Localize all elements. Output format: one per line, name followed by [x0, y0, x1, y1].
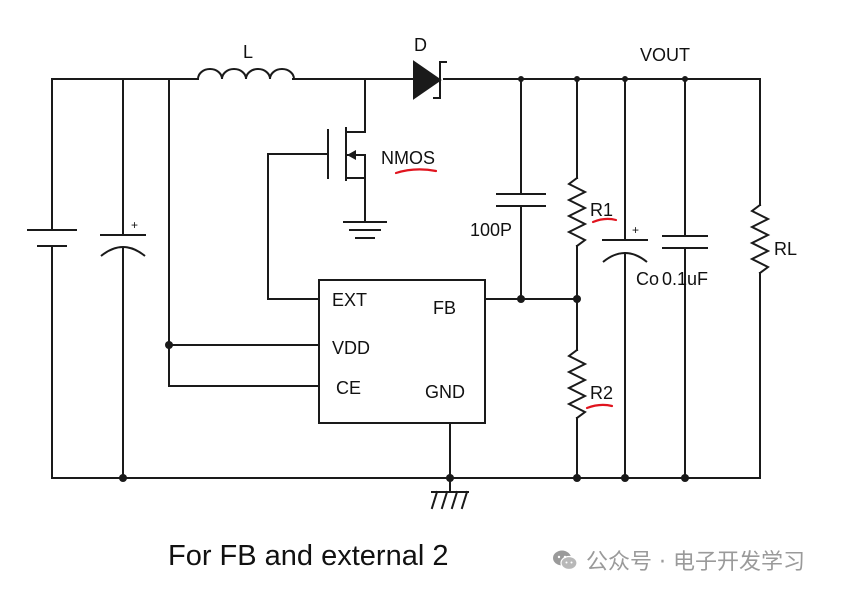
rl-label: RL: [774, 239, 797, 259]
load-resistor-rl: RL: [749, 78, 797, 479]
pin-fb: FB: [433, 298, 456, 318]
r2-label: R2: [590, 383, 613, 403]
pin-vdd: VDD: [332, 338, 370, 358]
cap-100p-label: 100P: [470, 220, 512, 240]
pin-gnd: GND: [425, 382, 465, 402]
watermark: 公众号 · 电子开发学习: [552, 544, 805, 576]
junction-dots: [119, 76, 689, 482]
capacitor-100p: 100P: [470, 78, 546, 300]
co-plus-label: +: [632, 223, 639, 237]
pin-ce: CE: [336, 378, 361, 398]
wechat-icon: [553, 550, 578, 571]
nmos-red-underline: [394, 168, 438, 175]
input-capacitor: +: [100, 78, 146, 479]
capacitor-01uf: 0.1uF: [662, 78, 708, 479]
cin-plus-label: +: [131, 218, 138, 232]
pin-ext: EXT: [332, 290, 367, 310]
diode-label: D: [414, 35, 427, 55]
resistor-r1: R1: [566, 78, 618, 351]
figure-caption: For FB and external 2: [168, 540, 449, 572]
diode-d: D: [413, 35, 447, 100]
co-label: Co: [636, 269, 659, 289]
nmos-transistor: NMOS: [267, 78, 438, 300]
r1-red-underline: [591, 217, 618, 224]
resistor-r2: R2: [566, 348, 614, 479]
cap-01uf-label: 0.1uF: [662, 269, 708, 289]
inductor-label: L: [243, 42, 253, 62]
nmos-label: NMOS: [381, 148, 435, 168]
battery-symbol: [27, 78, 77, 479]
nmos-ground-icon: [343, 221, 387, 239]
inductor-l: L: [196, 42, 296, 81]
watermark-text: 公众号 · 电子开发学习: [586, 550, 805, 575]
chassis-ground-icon: [430, 490, 469, 510]
r2-red-underline: [585, 403, 614, 410]
output-capacitor-co: + Co: [602, 78, 659, 479]
vout-label: VOUT: [640, 45, 690, 65]
controller-ic: EXT VDD CE FB GND: [318, 279, 486, 424]
r1-label: R1: [590, 200, 613, 220]
